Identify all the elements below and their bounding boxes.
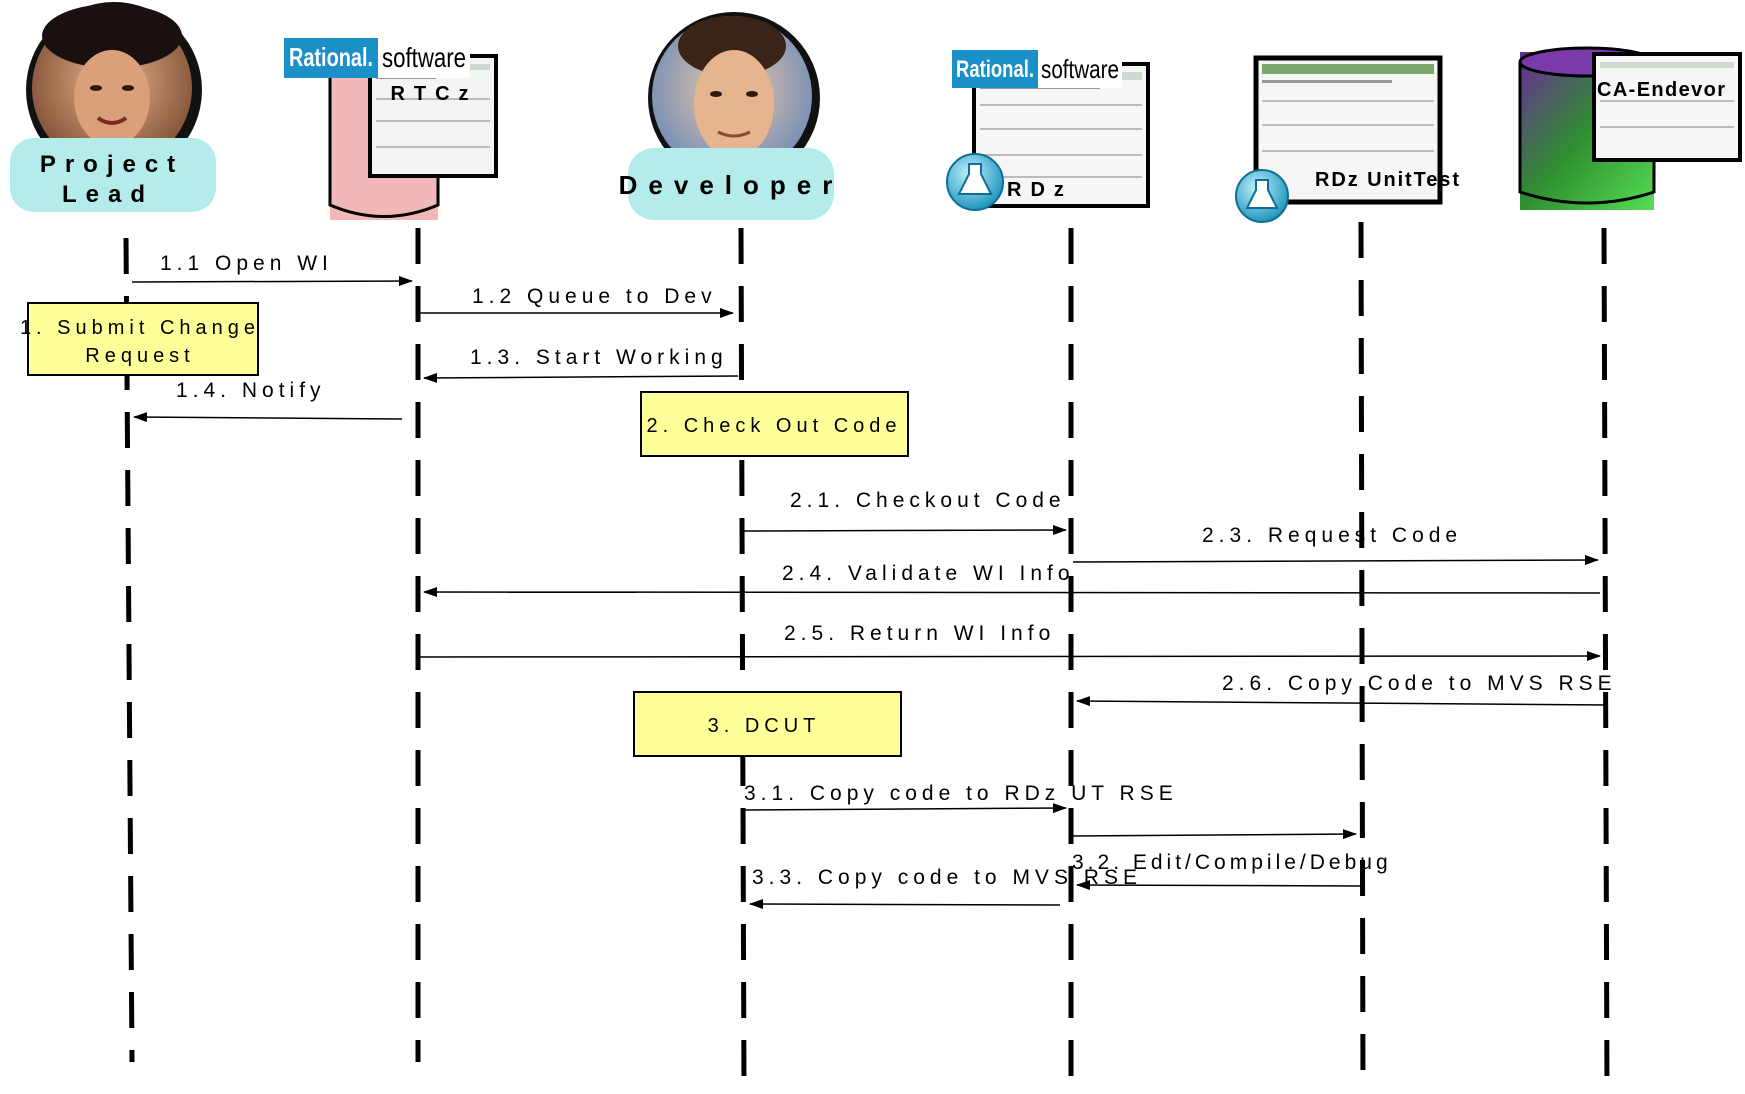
message-labels: 1.1 Open WI 1.2 Queue to Dev 1.3. Start … [160, 252, 1617, 889]
svg-text:3. DCUT: 3. DCUT [708, 715, 821, 737]
svg-text:Request: Request [85, 345, 195, 367]
message-arrow [1076, 696, 1609, 707]
svg-text:Rational.: Rational. [956, 56, 1034, 83]
label-bubble [10, 138, 216, 212]
actor-rtcz: Rational. software RTCz [284, 38, 498, 220]
message-label: 3.2. Edit/Compile/Debug [1072, 851, 1392, 874]
note-submit-change-request: 1. Submit Change Request [20, 302, 260, 376]
message-label: 2.3. Request Code [1202, 524, 1462, 547]
note-check-out-code: 2. Check Out Code [640, 391, 909, 457]
actor-label: Developer [619, 170, 844, 200]
svg-text:software: software [382, 42, 466, 73]
flask-icon [946, 153, 1004, 211]
svg-text:Rational.: Rational. [289, 42, 373, 72]
message-label: 1.1 Open WI [160, 252, 333, 275]
app-window-thumbnail [1253, 55, 1443, 205]
avatar [648, 12, 820, 184]
avatar [26, 2, 202, 178]
message-label: 2.4. Validate WI Info [782, 562, 1075, 585]
message-arrow [749, 899, 1061, 910]
message-arrow [131, 276, 413, 287]
message-arrow [417, 651, 1601, 662]
message-arrow [1072, 555, 1599, 566]
message-arrow [133, 412, 403, 423]
message-label: 1.4. Notify [176, 379, 326, 402]
actor-label: CA-Endevor [1597, 79, 1731, 101]
svg-text:2. Check Out Code: 2. Check Out Code [646, 415, 901, 437]
label-bubble [628, 148, 834, 220]
rational-software-logo: Rational. software [284, 38, 470, 78]
flask-icon [1235, 169, 1289, 223]
message-arrow [423, 587, 1601, 598]
messages [131, 276, 1609, 910]
svg-text:1. Submit Change: 1. Submit Change [20, 317, 260, 339]
actor-label: Project [40, 151, 184, 178]
actor-rdz-unittest: RDz UnitTest [1235, 55, 1465, 223]
message-arrow [743, 803, 1067, 814]
message-label: 2.6. Copy Code to MVS RSE [1222, 672, 1617, 695]
actor-label: RDz [1007, 179, 1073, 201]
actor-label: RTCz [390, 83, 477, 105]
actor-project-lead: Project Lead [10, 2, 216, 212]
lifeline-ca-endevor [1601, 227, 1610, 1093]
actor-ca-endevor: CA-Endevor [1518, 46, 1742, 210]
message-arrow [743, 525, 1067, 536]
message-label: 1.2 Queue to Dev [472, 285, 717, 308]
note-dcut: 3. DCUT [633, 691, 902, 757]
message-arrow [1070, 829, 1357, 840]
actor-developer: Developer [619, 12, 844, 220]
actor-rdz: Rational. software RDz [946, 50, 1150, 211]
app-window-thumbnail [1592, 52, 1742, 162]
rational-software-logo: Rational. software [952, 50, 1122, 88]
actor-label: RDz UnitTest [1315, 169, 1465, 191]
message-label: 2.5. Return WI Info [784, 622, 1055, 645]
lifelines [123, 221, 1610, 1093]
message-label: 3.3. Copy code to MVS RSE [752, 866, 1142, 889]
message-label: 2.1. Checkout Code [790, 489, 1066, 512]
actor-label: Lead [62, 181, 154, 208]
message-label: 1.3. Start Working [470, 346, 728, 369]
message-arrow [423, 372, 739, 383]
lifeline-rdz-unittest [1358, 221, 1366, 1093]
message-label: 3.1. Copy code to RDz UT RSE [744, 782, 1178, 805]
message-arrow [1076, 880, 1362, 891]
lifeline-developer [738, 227, 747, 1093]
svg-text:software: software [1041, 54, 1119, 84]
